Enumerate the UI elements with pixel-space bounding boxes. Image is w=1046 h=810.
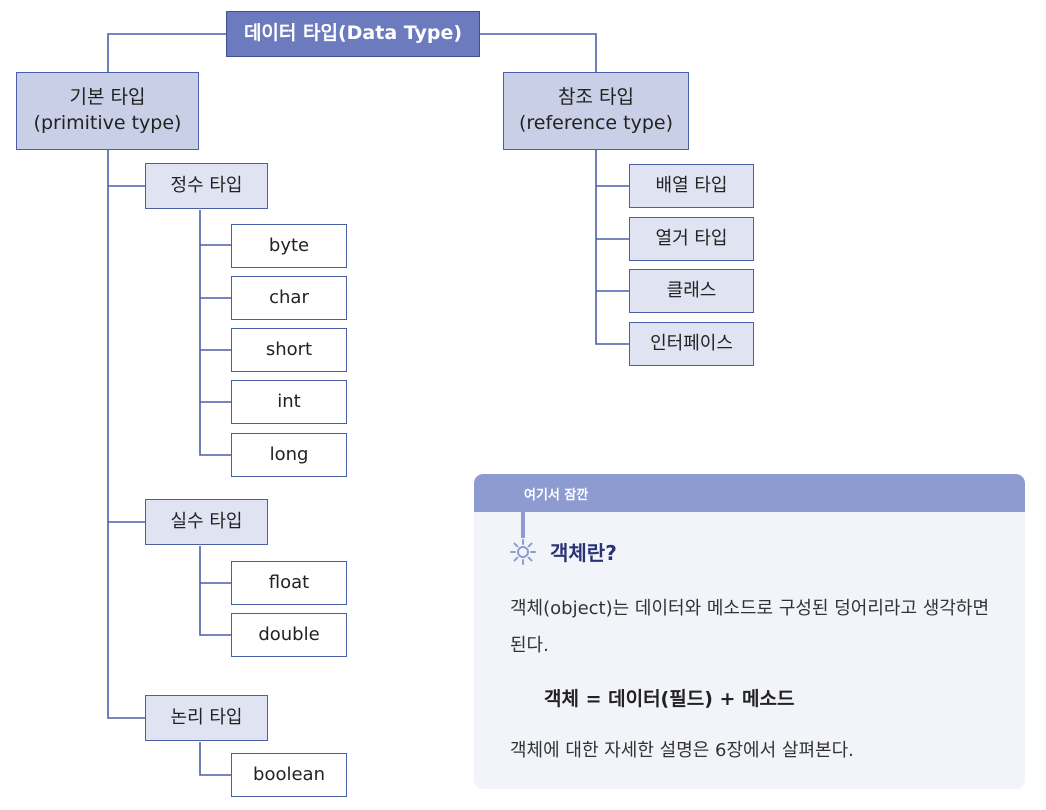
primitive-title: 기본 타입 [69,86,146,109]
lightbulb-icon [510,539,536,565]
leaf-label: int [277,390,301,412]
array-type-node: 배열 타입 [629,164,754,208]
reference-item-label: 인터페이스 [650,332,733,354]
note-footer: 객체에 대한 자세한 설명은 6장에서 살펴본다. [510,740,854,761]
class-node: 클래스 [629,269,754,313]
float-type-label: 실수 타입 [170,510,243,532]
note-title: 객체란? [550,541,617,565]
float-type-node: 실수 타입 [145,499,268,545]
leaf-label: byte [268,234,310,256]
note-tab-label: 여기서 잠깐 [524,488,589,503]
boolean-type-label: 논리 타입 [170,706,243,728]
leaf-label: boolean [253,763,325,785]
leaf-short: short [231,328,347,372]
leaf-label: short [265,338,313,360]
leaf-label: double [258,623,320,645]
leaf-double: double [231,613,347,657]
leaf-boolean: boolean [231,753,347,797]
root-node: 데이터 타입(Data Type) [226,11,480,57]
integer-type-label: 정수 타입 [170,174,243,196]
note-formula: 객체 = 데이터(필드) + 메소드 [544,688,795,710]
leaf-label: char [269,286,309,308]
note-body: 객체(object)는 데이터와 메소드로 구성된 덩어리라고 생각하면 된다. [510,598,989,656]
info-note-card: 여기서 잠깐 객체란? 객체(object)는 데이터와 메소드로 구성된 덩어… [474,474,1025,789]
enum-type-node: 열거 타입 [629,217,754,261]
leaf-char: char [231,276,347,320]
leaf-label: long [269,443,309,465]
primitive-subtitle: (primitive type) [33,112,182,134]
reference-item-label: 열거 타입 [655,227,728,249]
reference-item-label: 클래스 [666,279,717,301]
primitive-type-node: 기본 타입 (primitive type) [16,72,199,150]
reference-item-label: 배열 타입 [655,174,728,196]
root-label: 데이터 타입(Data Type) [243,22,463,45]
leaf-float: float [231,561,347,605]
reference-title: 참조 타입 [558,86,634,109]
leaf-byte: byte [231,224,347,268]
reference-type-node: 참조 타입 (reference type) [503,72,689,150]
leaf-long: long [231,433,347,477]
leaf-label: float [268,571,310,593]
note-tab-stem [521,512,525,538]
note-tab: 여기서 잠깐 [474,474,1025,512]
leaf-int: int [231,380,347,424]
reference-subtitle: (reference type) [518,112,674,134]
boolean-type-node: 논리 타입 [145,695,268,741]
integer-type-node: 정수 타입 [145,163,268,209]
interface-node: 인터페이스 [629,322,754,366]
